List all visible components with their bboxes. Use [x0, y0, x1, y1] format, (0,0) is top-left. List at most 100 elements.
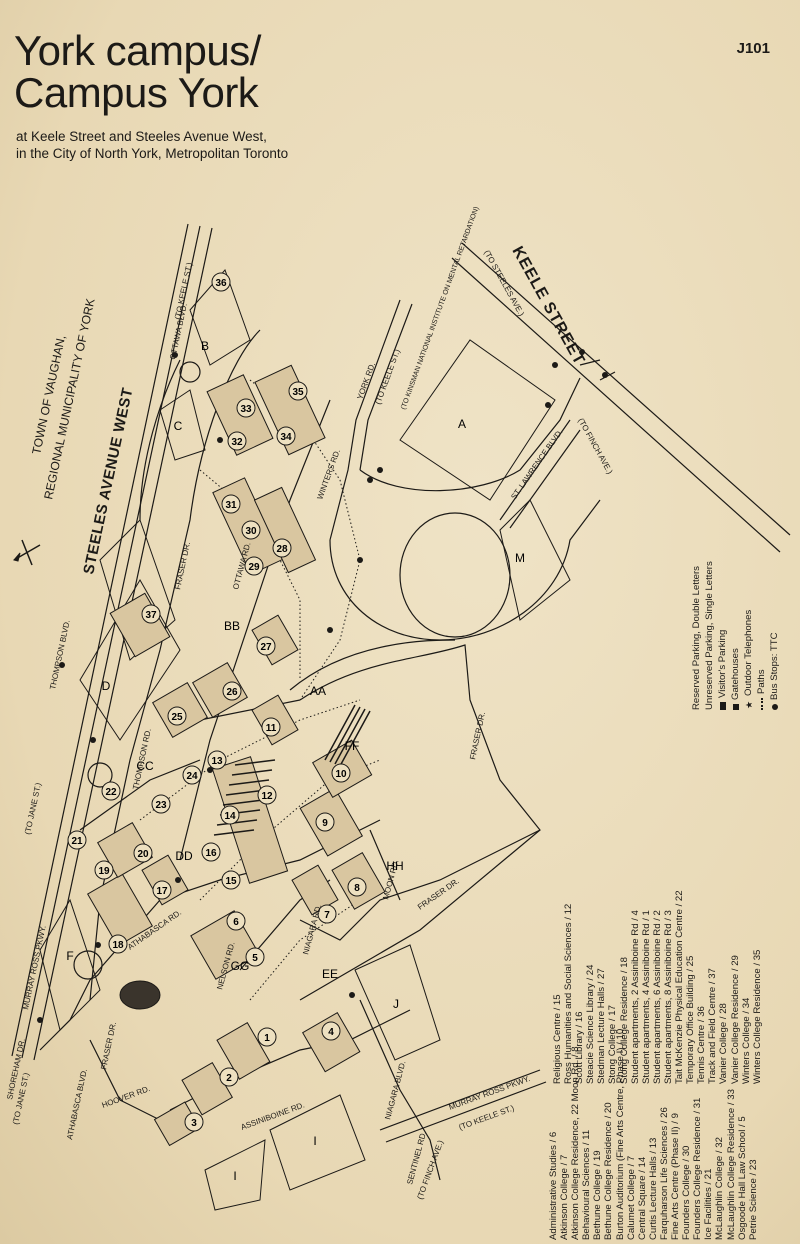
steeles-edge-3	[11, 223, 189, 1057]
building-34-marker[interactable]: 34	[276, 426, 296, 446]
building-10-marker[interactable]: 10	[331, 763, 351, 783]
north-arrow-icon	[13, 539, 41, 566]
parking-label-dd: DD	[175, 849, 193, 863]
svg-text:22: 22	[105, 787, 117, 798]
legend-bus: Bus Stops: TTC	[768, 561, 781, 710]
building-11-marker[interactable]: 11	[261, 717, 281, 737]
svg-text:25: 25	[171, 712, 183, 723]
building-23-marker[interactable]: 23	[151, 794, 171, 814]
svg-text:31: 31	[225, 500, 237, 511]
star-icon: ★	[743, 700, 754, 710]
svg-text:2: 2	[226, 1073, 232, 1084]
building-18-marker[interactable]: 18	[108, 934, 128, 954]
svg-text:6: 6	[233, 917, 239, 928]
building-12-block[interactable]	[211, 756, 289, 884]
svg-text:10: 10	[335, 769, 347, 780]
gatehouse-icon	[732, 704, 739, 710]
index-item: Vanier College Residence / 29	[729, 955, 741, 1084]
parking-label-gg: GG	[231, 959, 250, 973]
index-item: Tait McKenzie Physical Education Centre …	[674, 890, 686, 1084]
title-line-1: York campus/	[14, 27, 261, 74]
building-20-marker[interactable]: 20	[133, 843, 153, 863]
index-item: Religious Centre / 15	[552, 994, 563, 1084]
svg-text:16: 16	[205, 848, 217, 859]
parking-lot-c[interactable]	[159, 389, 206, 461]
building-17-marker[interactable]: 17	[152, 880, 172, 900]
parking-lot-i-2[interactable]	[269, 1094, 366, 1191]
building-1-marker[interactable]: 1	[257, 1027, 277, 1047]
index-item: Temporary Office Building / 25	[685, 955, 697, 1084]
thompson-circle	[87, 762, 113, 788]
murray-ross-label-1: MURRAY ROSS PKWY.	[448, 1074, 532, 1112]
svg-text:21: 21	[71, 836, 83, 847]
niagara-road	[299, 829, 541, 941]
to-finch-label-1: (TO FINCH AVE.)	[576, 417, 614, 476]
building-6-marker[interactable]: 6	[226, 911, 246, 931]
index-item: Student apartments, 4 Assiniboine Rd / 1	[640, 910, 652, 1084]
parking-label-f: F	[66, 949, 73, 963]
building-37-marker[interactable]: 37	[141, 604, 161, 624]
page-code: J101	[736, 40, 770, 57]
building-33-marker[interactable]: 33	[236, 398, 256, 418]
building-26-marker[interactable]: 26	[222, 681, 242, 701]
building-9-marker[interactable]: 9	[315, 812, 335, 832]
athabasca-circle	[73, 950, 103, 980]
svg-text:9: 9	[322, 818, 328, 829]
svg-text:19: 19	[98, 866, 110, 877]
legend-phones: ★Outdoor Telephones	[743, 609, 754, 710]
steeles-edge-1	[33, 227, 213, 1061]
building-30-marker[interactable]: 30	[241, 520, 261, 540]
murray-ross-pkwy-east	[379, 1069, 541, 1131]
parking-label-d: D	[102, 679, 111, 693]
building-4-marker[interactable]: 4	[321, 1021, 341, 1041]
building-22-marker[interactable]: 22	[101, 781, 121, 801]
building-8-marker[interactable]: 8	[347, 877, 367, 897]
building-14-marker[interactable]: 14	[220, 805, 240, 825]
svg-text:20: 20	[137, 849, 149, 860]
dotted-path-icon	[760, 698, 763, 710]
murray-ross-pkwy-west	[39, 979, 91, 1051]
moon-road	[369, 829, 401, 901]
building-32-marker[interactable]: 32	[227, 431, 247, 451]
building-21-marker[interactable]: 21	[67, 830, 87, 850]
svg-text:28: 28	[276, 544, 288, 555]
thompson-blvd-label: THOMPSON BLVD.	[48, 619, 72, 690]
parking-label-i-2: I	[313, 1134, 316, 1148]
building-16-marker[interactable]: 16	[201, 842, 221, 862]
steeles-avenue-label: STEELES AVENUE WEST	[80, 386, 136, 576]
building-19-marker[interactable]: 19	[94, 860, 114, 880]
parking-lot-j[interactable]	[354, 944, 441, 1061]
building-35-marker[interactable]: 35	[288, 381, 308, 401]
parking-lot-a[interactable]	[399, 339, 556, 501]
building-24-marker[interactable]: 24	[182, 765, 202, 785]
building-36-marker[interactable]: 36	[211, 272, 231, 292]
legend-visitor: Visitor's Parking	[716, 561, 729, 710]
assiniboine-rd-label: ASSINIBOINE RD.	[240, 1100, 306, 1131]
building-3-marker[interactable]: 3	[184, 1112, 204, 1132]
subtitle-line-1: at Keele Street and Steeles Avenue West,	[16, 129, 267, 144]
building-31-marker[interactable]: 31	[221, 494, 241, 514]
building-2-marker[interactable]: 2	[219, 1067, 239, 1087]
niagara-blvd-label: NIAGARA BLVD.	[383, 1060, 407, 1121]
building-27-marker[interactable]: 27	[256, 636, 276, 656]
parking-lot-m[interactable]	[499, 499, 571, 621]
building-29-marker[interactable]: 29	[244, 556, 264, 576]
index-item: Steacie Science Library / 24	[585, 964, 597, 1084]
page-subtitle: at Keele Street and Steeles Avenue West,…	[16, 128, 288, 162]
building-5-marker[interactable]: 5	[245, 947, 265, 967]
legend-reserved: Reserved Parking, Double Letters	[691, 566, 702, 710]
building-15-marker[interactable]: 15	[221, 870, 241, 890]
building-7-marker[interactable]: 7	[317, 904, 337, 924]
building-28-marker[interactable]: 28	[272, 538, 292, 558]
svg-text:14: 14	[224, 811, 236, 822]
parking-label-aa: AA	[310, 684, 326, 698]
building-13-marker[interactable]: 13	[207, 750, 227, 770]
building-25-marker[interactable]: 25	[167, 706, 187, 726]
svg-text:17: 17	[156, 886, 168, 897]
svg-text:30: 30	[245, 526, 257, 537]
building-12-marker[interactable]: 12	[257, 785, 277, 805]
parking-lot-f[interactable]	[39, 898, 101, 1031]
parking-lot-i-1[interactable]	[204, 1139, 266, 1211]
